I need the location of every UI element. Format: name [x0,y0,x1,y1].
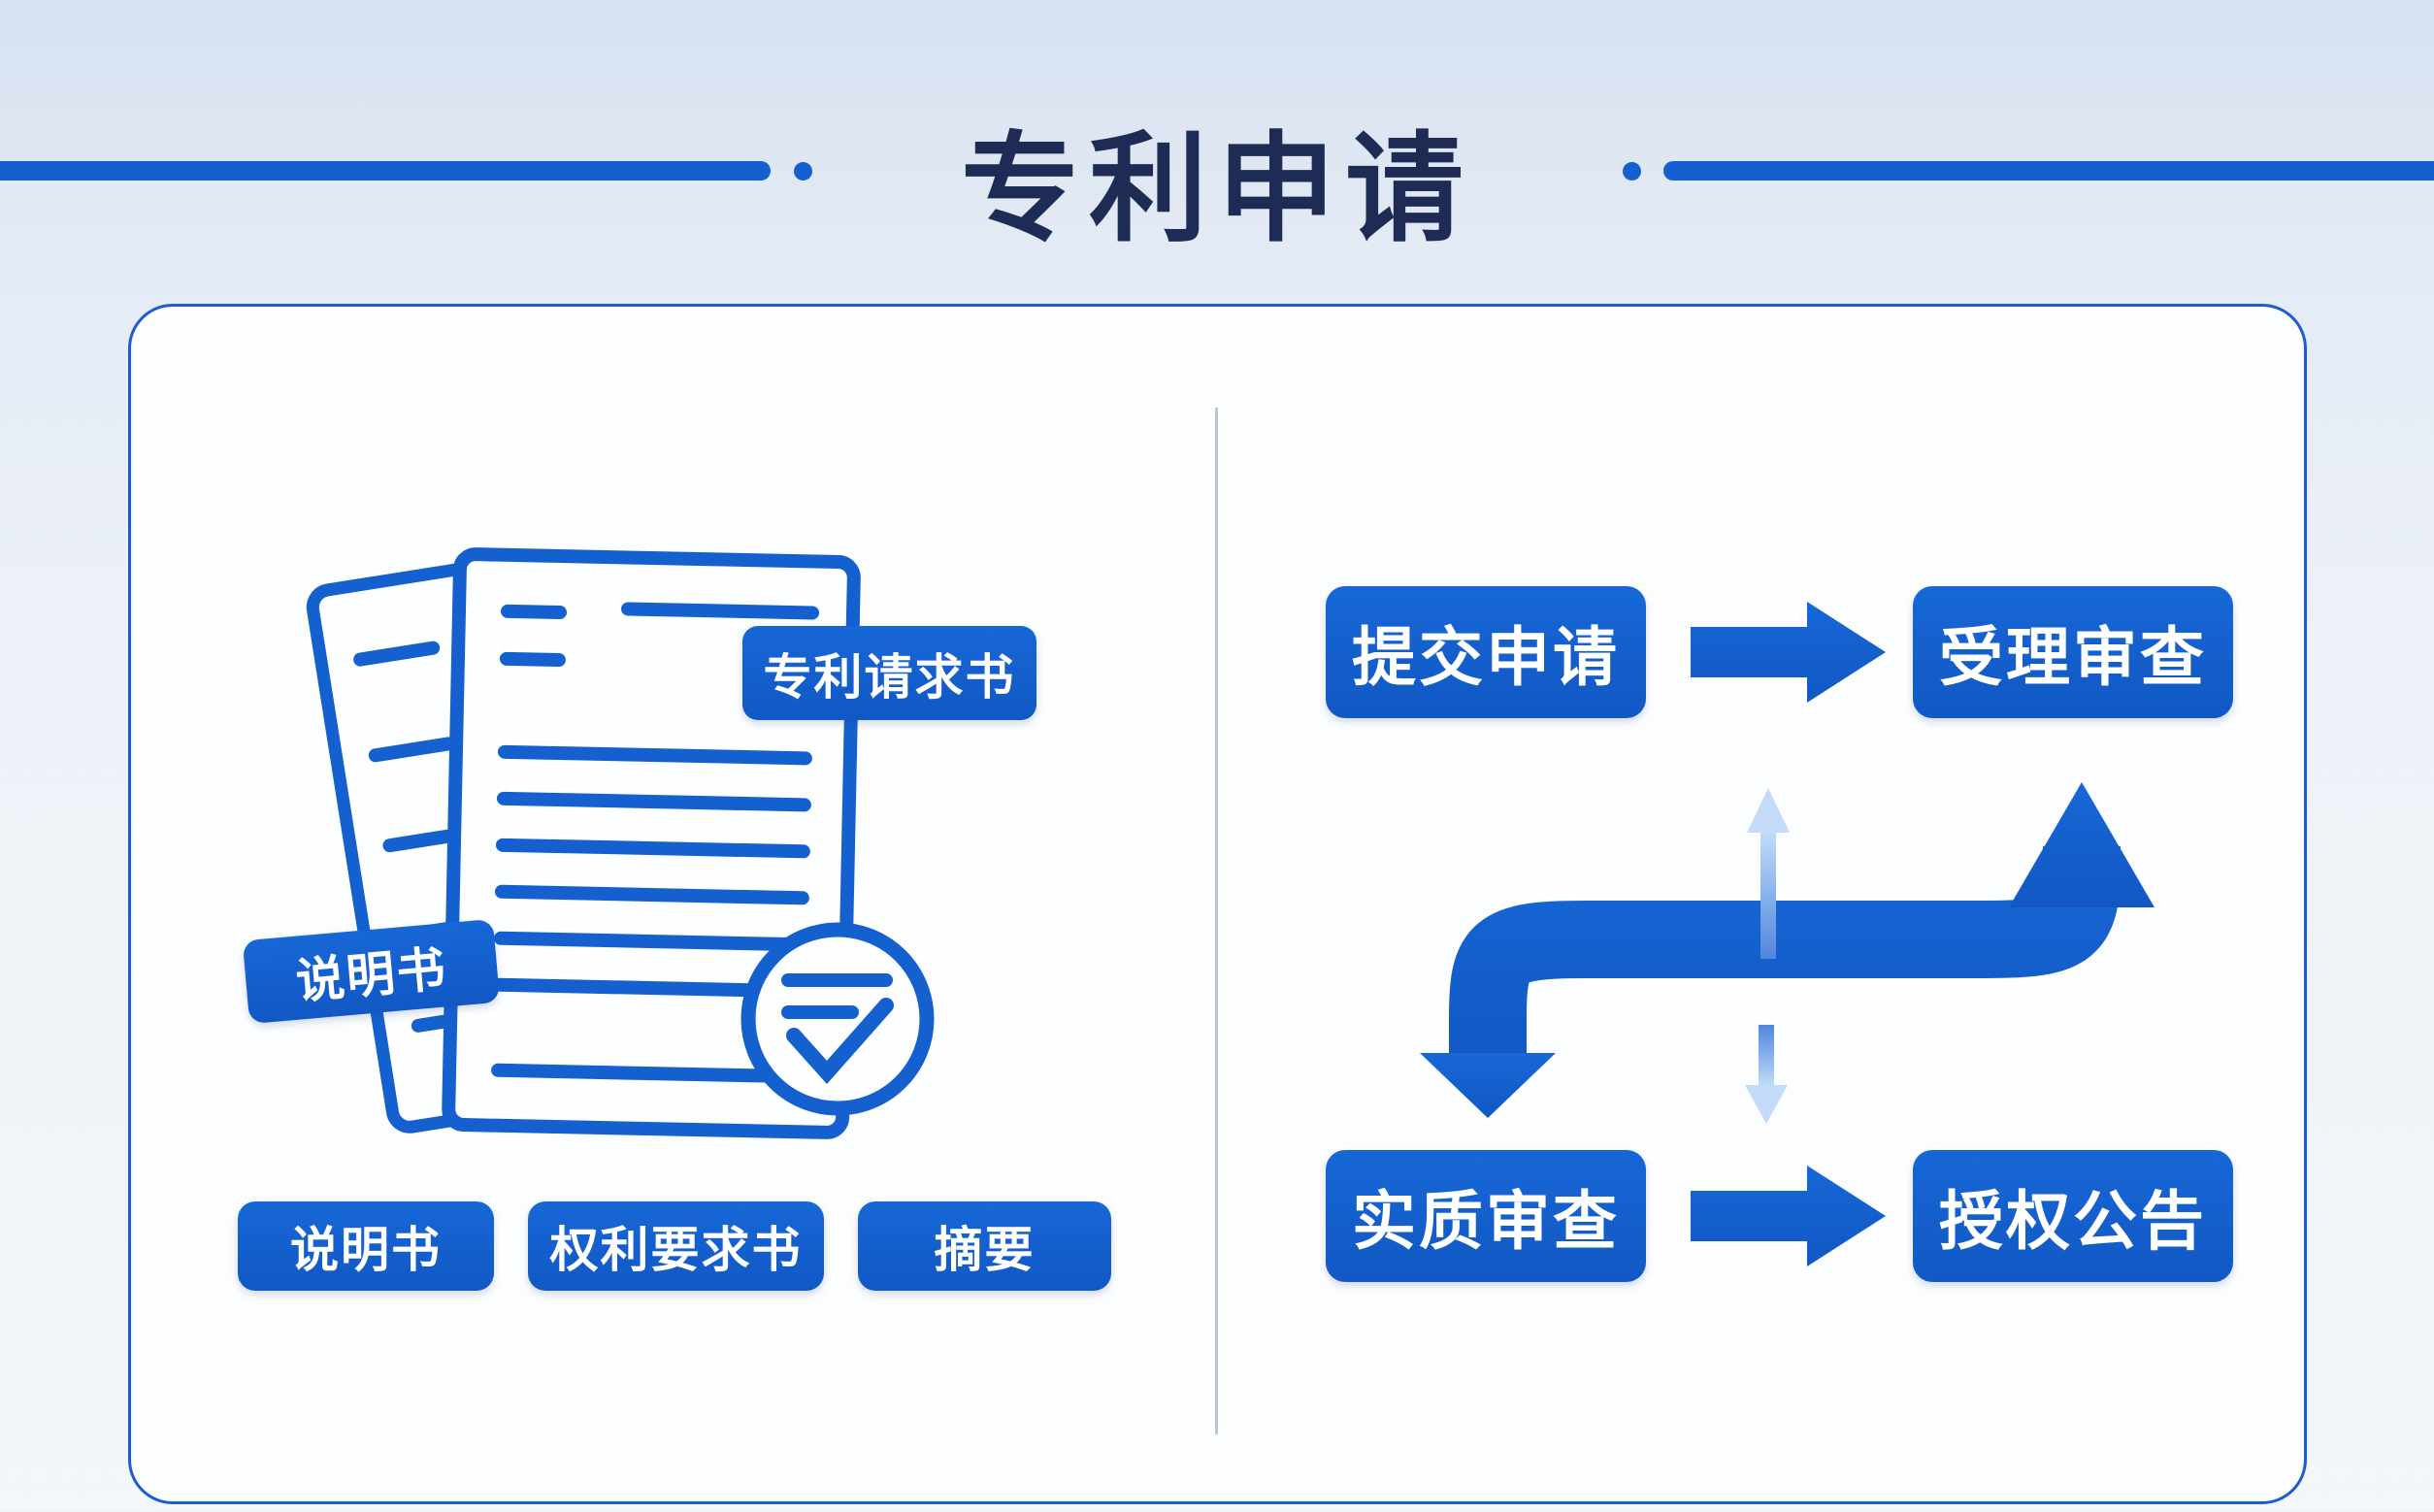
tag-patent-request: 专利请求书 [742,626,1036,720]
up-arrowhead-icon [2009,782,2154,907]
page-title: 专利申请 [961,123,1473,255]
title-accent-dot-left [794,162,812,181]
tag-abstract: 摘要 [858,1201,1111,1291]
title-accent-line-right [1663,161,2434,181]
arrow-submit-to-accept-icon [1691,602,1886,703]
s-curve-connector-icon [1420,782,2154,1118]
arrow-subst-to-grant-icon [1691,1166,1886,1266]
flow-step-submit-application: 提交申请 [1326,586,1646,718]
flow-step-grant-announcement: 授权公告 [1913,1150,2233,1282]
tag-claims: 权利要求书 [528,1201,824,1291]
check-circle-icon [740,922,935,1116]
panel-divider [1215,408,1218,1434]
flow-step-substantive-examination: 实质审查 [1326,1150,1646,1282]
title-accent-line-left [0,161,771,181]
feedback-up-arrow-icon [1747,788,1790,959]
down-arrowhead-icon [1420,1053,1556,1118]
patent-documents-icon [306,547,935,1139]
tag-specification: 说明书 [238,1201,494,1291]
feedback-down-arrow-icon [1745,1025,1788,1124]
title-accent-dot-right [1623,162,1641,181]
flow-arrows [1420,602,2154,1266]
flow-step-acceptance-review: 受理审查 [1913,586,2233,718]
